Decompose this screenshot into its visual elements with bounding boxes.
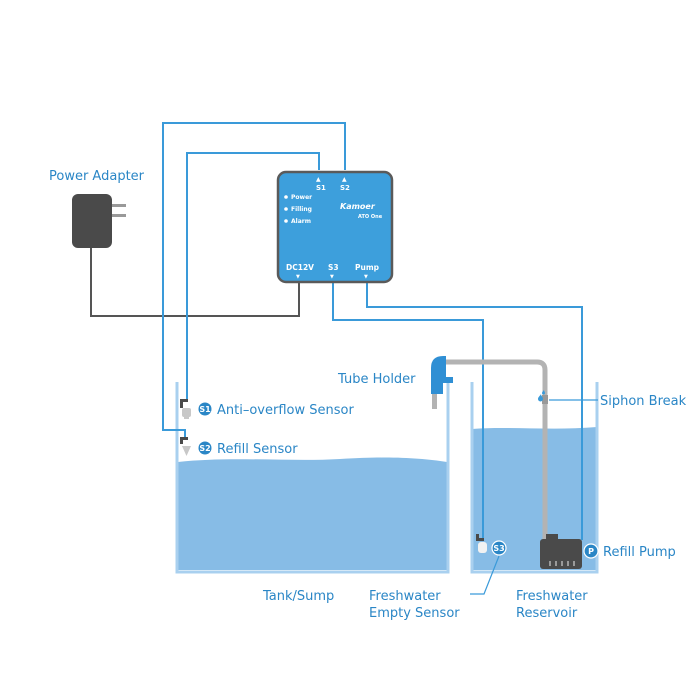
badge-s3	[491, 540, 507, 556]
tank-sump	[175, 382, 450, 574]
port-s1-arrow: ▲	[316, 176, 321, 183]
anti-overflow-sensor-icon	[180, 399, 191, 419]
refill-tube	[443, 359, 548, 540]
freshwater-reservoir	[470, 382, 599, 574]
reservoir-walls	[470, 382, 599, 574]
indicator-power: Power	[291, 194, 312, 201]
port-s2-arrow: ▲	[342, 176, 347, 183]
wire-s3	[332, 282, 484, 540]
label-refill-sensor: Refill Sensor	[217, 442, 298, 457]
wire-s2	[162, 122, 346, 437]
label-freshwater-empty-line2: Empty Sensor	[369, 606, 460, 621]
power-adapter-icon	[72, 194, 126, 248]
badge-s1-text: S1	[199, 405, 211, 414]
port-pump-label: Pump	[355, 263, 380, 272]
badge-s2-text: S2	[199, 444, 210, 453]
indicator-alarm: Alarm	[291, 218, 311, 225]
refill-sensor-icon	[180, 437, 191, 456]
reservoir-water	[472, 427, 597, 570]
ato-controller: ▲ ▲ S1 S2 Power Filling Alarm Kamoer ATO…	[276, 170, 394, 284]
wire-pump	[366, 282, 583, 540]
badge-s2	[198, 441, 212, 455]
badge-pump-text: P	[588, 547, 594, 556]
refill-pump-icon	[540, 534, 582, 569]
tube-holder	[431, 356, 453, 409]
tank-sump-walls	[175, 382, 450, 574]
indicator-dot-power	[284, 195, 288, 199]
port-dc12v-arrow: ▼	[296, 274, 300, 280]
port-s3-arrow: ▼	[330, 274, 334, 280]
freshwater-empty-sensor-icon	[476, 534, 487, 553]
label-refill-pump: Refill Pump	[603, 545, 676, 560]
label-siphon-break: Siphon Break	[600, 394, 687, 409]
label-tube-holder: Tube Holder	[337, 372, 416, 387]
badge-pump	[583, 543, 599, 559]
port-s3-label: S3	[328, 263, 339, 272]
port-s1-label: S1	[316, 184, 326, 192]
indicator-dot-alarm	[284, 219, 288, 223]
label-tank-sump: Tank/Sump	[262, 589, 334, 604]
tube-holder-outlet	[432, 392, 437, 409]
model-name: ATO One	[358, 214, 383, 220]
water-drop-icon	[538, 390, 545, 402]
port-dc12v-label: DC12V	[286, 263, 314, 272]
badge-s1	[198, 402, 212, 416]
label-freshwater-empty-line1: Freshwater	[369, 589, 441, 604]
badge-s3-text: S3	[493, 544, 504, 553]
brand-logo: Kamoer	[340, 202, 376, 211]
label-power-adapter: Power Adapter	[49, 169, 145, 184]
tank-sump-water	[178, 457, 447, 570]
s3-leader-line	[470, 555, 500, 595]
label-anti-overflow-sensor: Anti–overflow Sensor	[217, 403, 354, 418]
power-cable	[90, 246, 300, 317]
port-s2-label: S2	[340, 184, 350, 192]
label-freshwater-reservoir-line1: Freshwater	[516, 589, 588, 604]
port-pump-arrow: ▼	[364, 274, 368, 280]
siphon-break-hole	[542, 395, 548, 404]
label-freshwater-reservoir-line2: Reservoir	[516, 606, 578, 621]
indicator-filling: Filling	[291, 206, 312, 213]
indicator-dot-filling	[284, 207, 288, 211]
tube-holder-body	[431, 356, 453, 394]
wire-s1	[186, 152, 320, 400]
